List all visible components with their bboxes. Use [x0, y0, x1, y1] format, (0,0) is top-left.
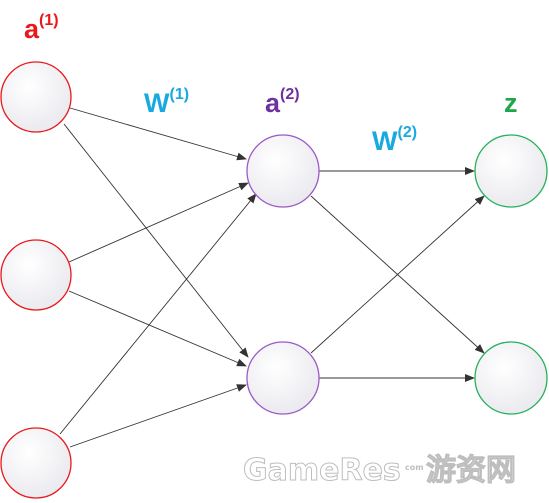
- label-weights-1-sup: (1): [169, 86, 189, 103]
- label-hidden-layer: a(2): [265, 86, 300, 118]
- label-output-layer: z: [504, 88, 518, 118]
- label-weights-2: W(2): [372, 124, 417, 156]
- input-node-2: [0, 239, 72, 311]
- watermark-small: com: [405, 463, 424, 472]
- watermark-latin: GameRes: [243, 453, 401, 488]
- hidden-layer: [246, 134, 320, 415]
- label-input-layer: a(1): [24, 12, 59, 44]
- output-node-1: [474, 134, 548, 208]
- edge-input2-hidden1: [68, 182, 249, 263]
- edge-input3-hidden1: [59, 193, 257, 435]
- label-weights-1-base: W: [144, 88, 170, 118]
- input-layer: [0, 61, 72, 499]
- label-weights-2-sup: (2): [397, 124, 417, 141]
- input-node-1: [0, 61, 72, 133]
- output-node-2: [474, 341, 548, 415]
- edge-input3-hidden2: [69, 384, 247, 448]
- hidden-node-1: [246, 134, 320, 208]
- hidden-node-2: [246, 341, 320, 415]
- label-hidden-layer-sup: (2): [280, 86, 300, 103]
- label-weights-2-base: W: [372, 126, 398, 156]
- output-layer: [474, 134, 548, 415]
- edge-input2-hidden2: [68, 290, 247, 367]
- edges-layer-1: [59, 107, 257, 448]
- label-hidden-layer-base: a: [265, 88, 281, 118]
- watermark-cjk: 游资网: [426, 453, 516, 488]
- edges-layer-2: [310, 167, 485, 382]
- watermark: GameRes com 游资网: [243, 453, 517, 489]
- label-input-layer-sup: (1): [39, 12, 59, 29]
- edge-input1-hidden1: [69, 107, 247, 161]
- label-weights-1: W(1): [144, 86, 189, 118]
- label-input-layer-base: a: [24, 14, 40, 44]
- edge-hidden2-output1: [310, 195, 485, 354]
- edge-input1-hidden2: [63, 123, 249, 358]
- input-node-3: [0, 427, 72, 499]
